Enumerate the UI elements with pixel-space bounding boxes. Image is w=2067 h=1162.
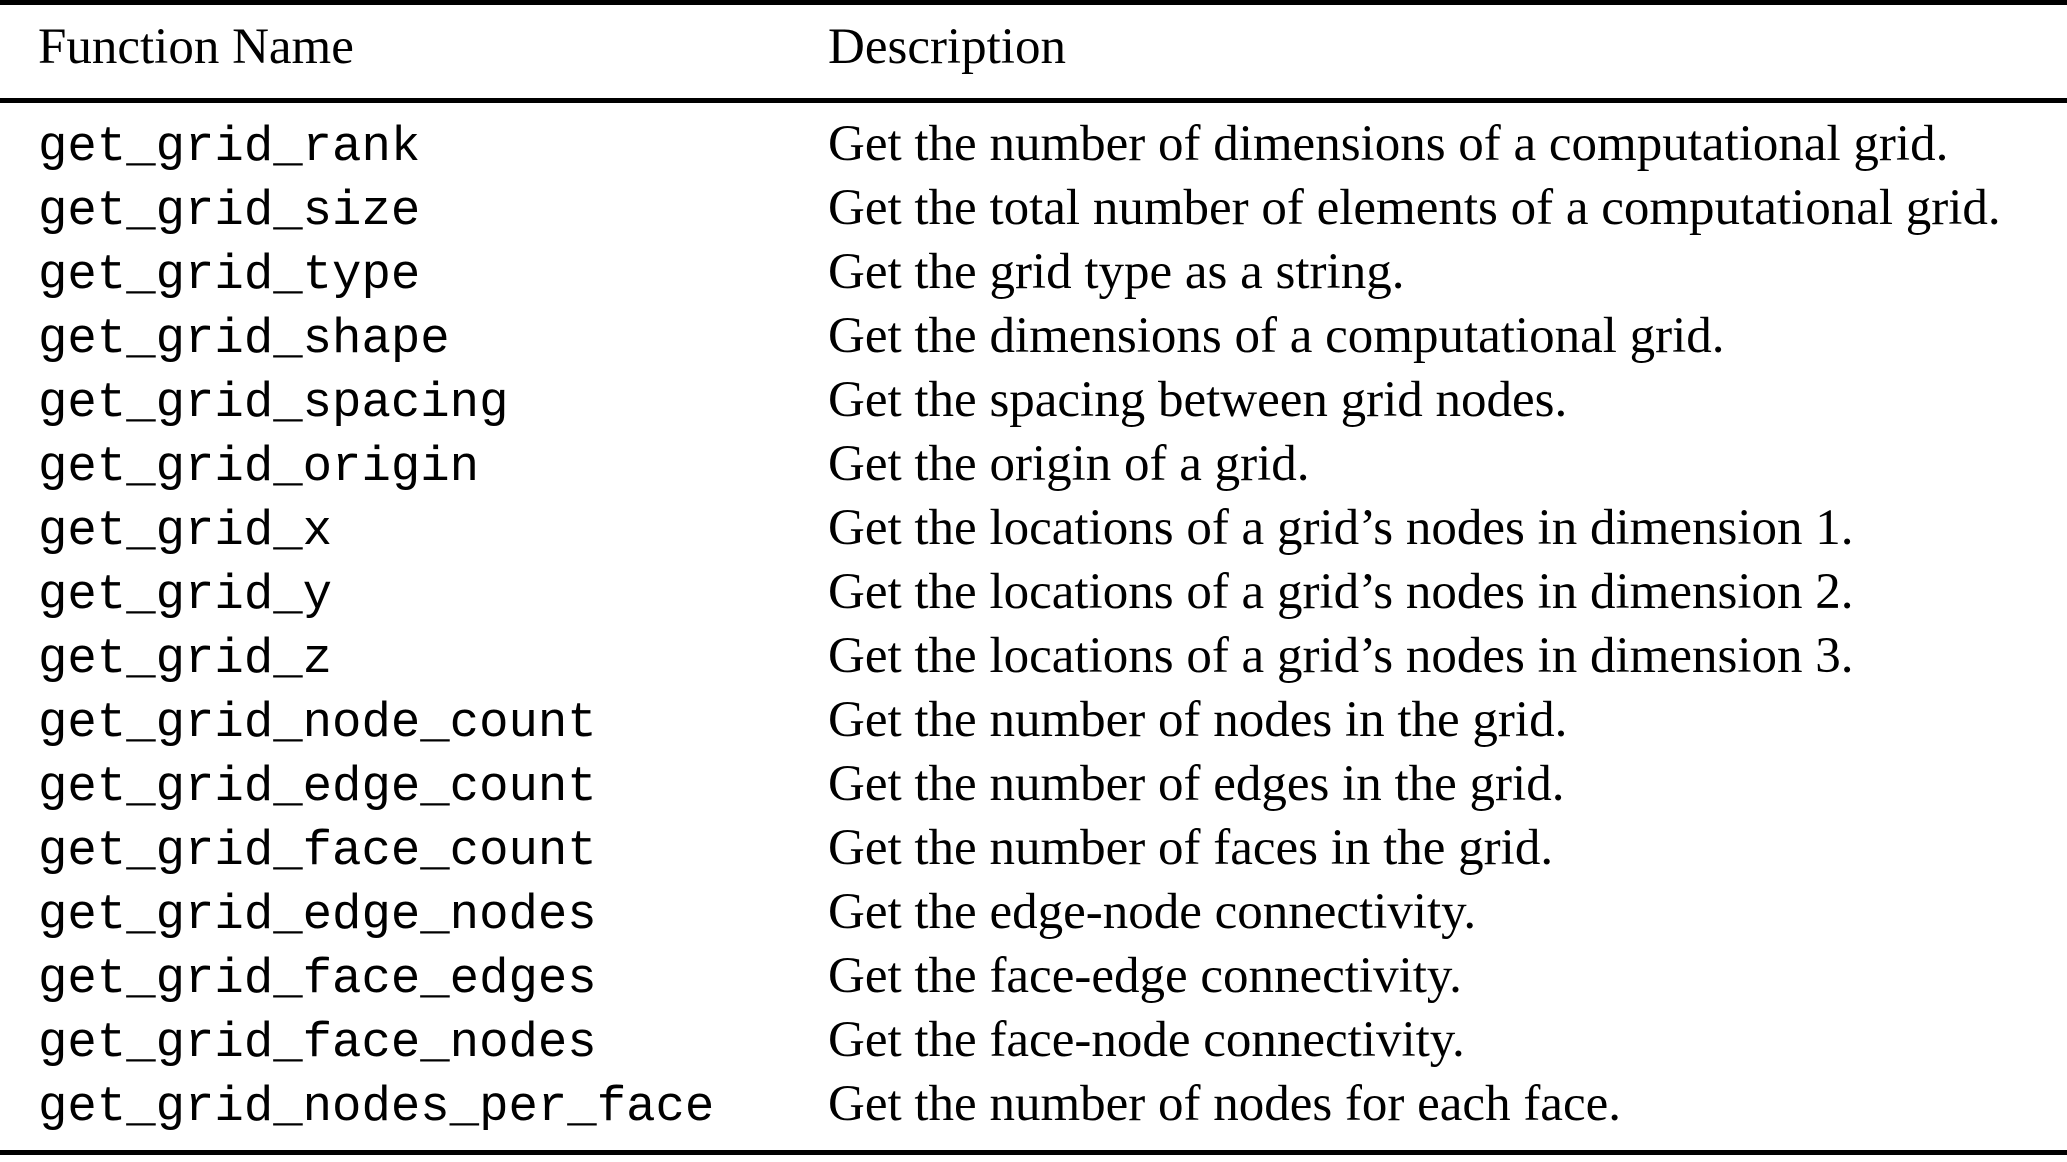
- function-name-cell: get_grid_node_count: [38, 695, 597, 751]
- description-cell: Get the spacing between grid nodes.: [828, 372, 1568, 428]
- function-name-cell: get_grid_y: [38, 567, 333, 623]
- column-header-description: Description: [828, 19, 1066, 75]
- function-name-cell: get_grid_size: [38, 183, 421, 239]
- description-cell: Get the total number of elements of a co…: [828, 180, 2001, 236]
- description-cell: Get the number of edges in the grid.: [828, 756, 1565, 812]
- table-row: get_grid_z Get the locations of a grid’s…: [0, 624, 2067, 688]
- function-name-cell: get_grid_nodes_per_face: [38, 1079, 715, 1135]
- description-cell: Get the edge-node connectivity.: [828, 884, 1477, 940]
- function-name-cell: get_grid_edge_count: [38, 759, 597, 815]
- table-header-row: Function Name Description: [0, 5, 2067, 98]
- table-row: get_grid_edge_nodes Get the edge-node co…: [0, 880, 2067, 944]
- table-row: get_grid_face_nodes Get the face-node co…: [0, 1008, 2067, 1072]
- function-name-cell: get_grid_rank: [38, 119, 421, 175]
- table-row: get_grid_spacing Get the spacing between…: [0, 368, 2067, 432]
- table-row: get_grid_node_count Get the number of no…: [0, 688, 2067, 752]
- table-row: get_grid_type Get the grid type as a str…: [0, 240, 2067, 304]
- function-name-cell: get_grid_face_count: [38, 823, 597, 879]
- function-name-cell: get_grid_x: [38, 503, 333, 559]
- table-body: get_grid_rank Get the number of dimensio…: [0, 103, 2067, 1150]
- function-name-cell: get_grid_type: [38, 247, 421, 303]
- table-bottom-rule: [0, 1150, 2067, 1155]
- description-cell: Get the number of dimensions of a comput…: [828, 116, 1949, 172]
- function-name-cell: get_grid_spacing: [38, 375, 509, 431]
- function-name-cell: get_grid_face_edges: [38, 951, 597, 1007]
- table-row: get_grid_edge_count Get the number of ed…: [0, 752, 2067, 816]
- description-cell: Get the grid type as a string.: [828, 244, 1405, 300]
- table-row: get_grid_origin Get the origin of a grid…: [0, 432, 2067, 496]
- table-top-rule: [0, 0, 2067, 5]
- table-row: get_grid_shape Get the dimensions of a c…: [0, 304, 2067, 368]
- table-row: get_grid_x Get the locations of a grid’s…: [0, 496, 2067, 560]
- table-row: get_grid_face_edges Get the face-edge co…: [0, 944, 2067, 1008]
- description-cell: Get the locations of a grid’s nodes in d…: [828, 628, 1854, 684]
- table-mid-rule: [0, 98, 2067, 103]
- table-row: get_grid_y Get the locations of a grid’s…: [0, 560, 2067, 624]
- description-cell: Get the face-edge connectivity.: [828, 948, 1462, 1004]
- description-cell: Get the face-node connectivity.: [828, 1012, 1465, 1068]
- function-name-cell: get_grid_edge_nodes: [38, 887, 597, 943]
- function-name-cell: get_grid_origin: [38, 439, 480, 495]
- description-cell: Get the locations of a grid’s nodes in d…: [828, 500, 1854, 556]
- description-cell: Get the number of faces in the grid.: [828, 820, 1554, 876]
- description-cell: Get the dimensions of a computational gr…: [828, 308, 1725, 364]
- description-cell: Get the number of nodes in the grid.: [828, 692, 1568, 748]
- table-row: get_grid_rank Get the number of dimensio…: [0, 112, 2067, 176]
- table-row: get_grid_size Get the total number of el…: [0, 176, 2067, 240]
- description-cell: Get the origin of a grid.: [828, 436, 1310, 492]
- column-header-function-name: Function Name: [38, 19, 354, 75]
- function-name-cell: get_grid_shape: [38, 311, 450, 367]
- function-name-cell: get_grid_z: [38, 631, 333, 687]
- description-cell: Get the number of nodes for each face.: [828, 1076, 1621, 1132]
- table-row: get_grid_nodes_per_face Get the number o…: [0, 1072, 2067, 1136]
- description-cell: Get the locations of a grid’s nodes in d…: [828, 564, 1854, 620]
- table-row: get_grid_face_count Get the number of fa…: [0, 816, 2067, 880]
- function-name-cell: get_grid_face_nodes: [38, 1015, 597, 1071]
